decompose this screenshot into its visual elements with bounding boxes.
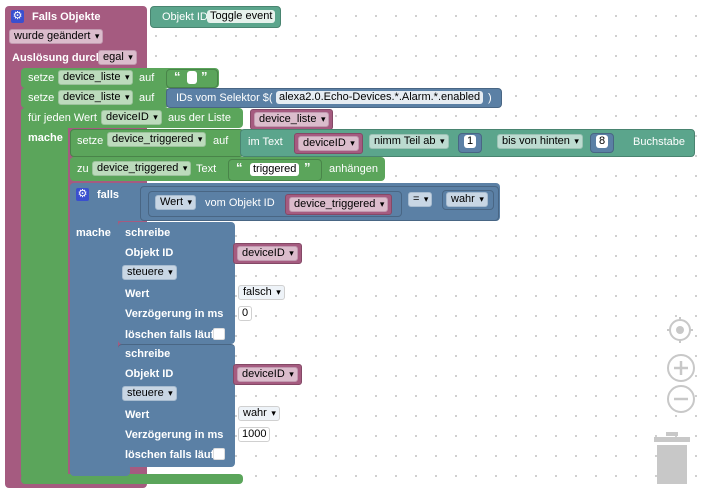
condition-dropdown[interactable]: wurde geändert	[9, 29, 104, 44]
text-var[interactable]: deviceID	[298, 136, 359, 151]
setze-label-2: setze	[28, 92, 55, 104]
if-falls: falls	[97, 189, 120, 201]
setze-label-1: setze	[28, 72, 55, 84]
loop-label: für jeden Wert	[28, 112, 97, 124]
setze-auf-3: auf	[213, 135, 229, 147]
loop-aus-label: aus der Liste	[168, 112, 231, 124]
write2-var[interactable]: deviceID	[237, 367, 298, 382]
quote-open-2: “	[236, 160, 243, 175]
trash-icon[interactable]	[654, 432, 690, 484]
setze-var-1[interactable]: device_liste	[58, 70, 134, 85]
write2-wert: Wert	[125, 409, 150, 421]
to-num[interactable]: 8	[596, 135, 609, 148]
im-text-label: im Text	[248, 136, 283, 148]
setze-var-2[interactable]: device_liste	[58, 90, 134, 105]
selector-label: IDs vom Selektor $(	[176, 92, 273, 104]
quote-open-1: “	[174, 69, 181, 84]
write1-var-block[interactable]: deviceID	[233, 243, 302, 264]
objekt-id-value[interactable]: Toggle event	[207, 10, 276, 23]
append-var[interactable]: device_triggered	[92, 161, 192, 176]
append-zu: zu	[77, 163, 89, 175]
write2-steuere[interactable]: steuere	[122, 386, 177, 401]
setze-auf-2: auf	[139, 92, 155, 104]
write2-objekt-id: Objekt ID	[125, 368, 174, 380]
zoom-out-icon[interactable]	[666, 384, 696, 414]
loop-mache: mache	[28, 132, 63, 144]
setze-label-3: setze	[77, 135, 104, 147]
setze-auf-1: auf	[139, 72, 155, 84]
write1-var[interactable]: deviceID	[237, 246, 298, 261]
write1-wert: Wert	[125, 288, 150, 300]
write2-loeschen-checkbox[interactable]	[213, 448, 225, 460]
ausloesung-dropdown[interactable]: egal	[98, 50, 137, 65]
from-num[interactable]: 1	[464, 135, 477, 148]
write2-verz: Verzögerung in ms	[125, 429, 224, 441]
bis-dropdown[interactable]: bis von hinten	[497, 134, 583, 149]
quote-close-1: ”	[201, 69, 208, 84]
selector-value[interactable]: alexa2.0.Echo-Devices.*.Alarm.*.enabled	[276, 91, 484, 104]
if-var[interactable]: device_triggered	[289, 197, 389, 212]
write2-loeschen: löschen falls läuft	[125, 449, 218, 461]
append-value[interactable]: triggered	[250, 163, 300, 176]
write1-wert-value[interactable]: falsch	[238, 285, 285, 300]
objekt-id-label: Objekt ID	[162, 11, 208, 23]
zoom-in-icon[interactable]	[666, 353, 696, 383]
if-mache: mache	[76, 227, 111, 239]
vom-objekt-label: vom Objekt ID	[205, 197, 275, 209]
write-block-2[interactable]	[118, 344, 235, 467]
nimm-dropdown[interactable]: nimm Teil ab	[369, 134, 449, 149]
write2-wert-value[interactable]: wahr	[238, 406, 280, 421]
write2-var-block[interactable]: deviceID	[233, 364, 302, 385]
write2-schreibe: schreibe	[125, 348, 171, 360]
if-block-bottom	[70, 464, 130, 476]
selector-close: )	[488, 92, 492, 104]
bool-dropdown[interactable]: wahr	[446, 192, 488, 207]
if-gear-icon[interactable]: ⚙	[76, 188, 89, 201]
write-block-1[interactable]	[118, 222, 235, 344]
if-var-block[interactable]: device_triggered	[285, 194, 393, 215]
text-var-block[interactable]: deviceID	[294, 133, 363, 154]
trigger-title: Falls Objekte	[32, 11, 101, 23]
loop-block-bottom	[21, 474, 243, 484]
loop-var[interactable]: deviceID	[101, 110, 162, 125]
write2-verz-value[interactable]: 1000	[238, 427, 271, 442]
write1-verz: Verzögerung in ms	[125, 308, 224, 320]
write1-loeschen-checkbox[interactable]	[213, 328, 225, 340]
append-anhaengen: anhängen	[329, 163, 378, 175]
write1-schreibe: schreibe	[125, 227, 171, 239]
write1-loeschen: löschen falls läuft	[125, 329, 218, 341]
empty-string-field[interactable]	[187, 71, 197, 84]
target-icon[interactable]	[666, 316, 694, 344]
gear-icon[interactable]: ⚙	[11, 10, 24, 23]
buchstabe-label: Buchstabe	[633, 136, 685, 148]
op-dropdown[interactable]: =	[408, 192, 433, 207]
wert-dropdown[interactable]: Wert	[155, 195, 197, 210]
quote-close-2: ”	[304, 160, 311, 175]
loop-list-block[interactable]: device_liste	[250, 109, 334, 130]
append-text-label: Text	[196, 163, 217, 175]
if-block-body	[70, 183, 118, 475]
loop-block-body	[21, 108, 68, 478]
write1-verz-value[interactable]: 0	[238, 306, 253, 321]
setze-var-3[interactable]: device_triggered	[107, 132, 207, 147]
write1-objekt-id: Objekt ID	[125, 247, 174, 259]
write1-steuere[interactable]: steuere	[122, 265, 177, 280]
loop-list-var[interactable]: device_liste	[254, 112, 330, 127]
ausloesung-label: Auslösung durch	[12, 52, 103, 64]
